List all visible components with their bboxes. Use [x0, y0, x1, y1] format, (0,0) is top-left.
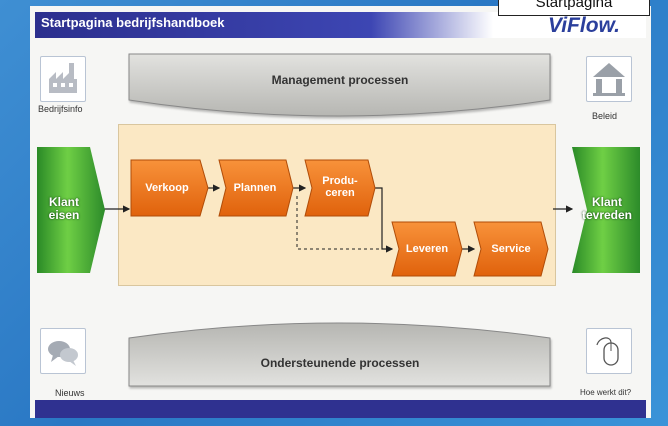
verkoop-shape[interactable] — [130, 159, 209, 217]
klant-eisen-line1: Klant — [49, 195, 79, 209]
verkoop-label: Verkoop — [145, 182, 189, 194]
klant-tevreden-shape[interactable] — [570, 145, 642, 275]
factory-icon — [49, 63, 77, 93]
bedrijfsinfo-button[interactable] — [40, 56, 86, 102]
page-title: Startpagina bedrijfshandboek — [41, 15, 225, 30]
plannen-label: Plannen — [233, 182, 277, 194]
leveren-shape[interactable] — [391, 221, 463, 277]
beleid-label: Beleid — [592, 111, 618, 121]
plannen-shape[interactable] — [218, 159, 294, 217]
help-label: Hoe werkt dit? — [580, 388, 632, 397]
header-bar — [35, 12, 646, 38]
support-processes-shape[interactable] — [127, 318, 552, 388]
klant-eisen-shape[interactable] — [35, 145, 107, 275]
nieuws-label: Nieuws — [55, 388, 85, 398]
chat-bubbles-icon — [48, 341, 78, 366]
building-icon — [593, 63, 625, 96]
produceren-line2: ceren — [325, 187, 355, 199]
klant-tevreden-line2: tevreden — [581, 208, 633, 222]
leveren-label: Leveren — [405, 243, 449, 255]
klant-tevreden-line1: Klant — [592, 195, 622, 209]
help-button[interactable] — [586, 328, 632, 374]
viflow-logo: ViFlow. — [548, 14, 620, 37]
management-processes-shape[interactable] — [127, 52, 552, 120]
nieuws-button[interactable] — [40, 328, 86, 374]
bedrijfsinfo-label: Bedrijfsinfo — [38, 104, 83, 114]
klant-tevreden-label: Klant tevreden — [576, 196, 638, 222]
produceren-line1: Produ- — [322, 175, 358, 187]
support-processes-label: Ondersteunende processen — [260, 356, 420, 370]
service-shape[interactable] — [473, 221, 549, 277]
footer-bar — [35, 400, 646, 418]
service-label: Service — [491, 243, 531, 255]
beleid-button[interactable] — [586, 56, 632, 102]
produceren-label: Produ- ceren — [311, 175, 369, 199]
produceren-shape[interactable] — [304, 159, 376, 217]
klant-eisen-line2: eisen — [48, 208, 80, 222]
klant-eisen-label: Klant eisen — [38, 196, 90, 222]
startpagina-tab[interactable]: Startpagina — [498, 0, 650, 16]
management-processes-label: Management processen — [271, 73, 409, 87]
mouse-icon — [596, 337, 619, 366]
